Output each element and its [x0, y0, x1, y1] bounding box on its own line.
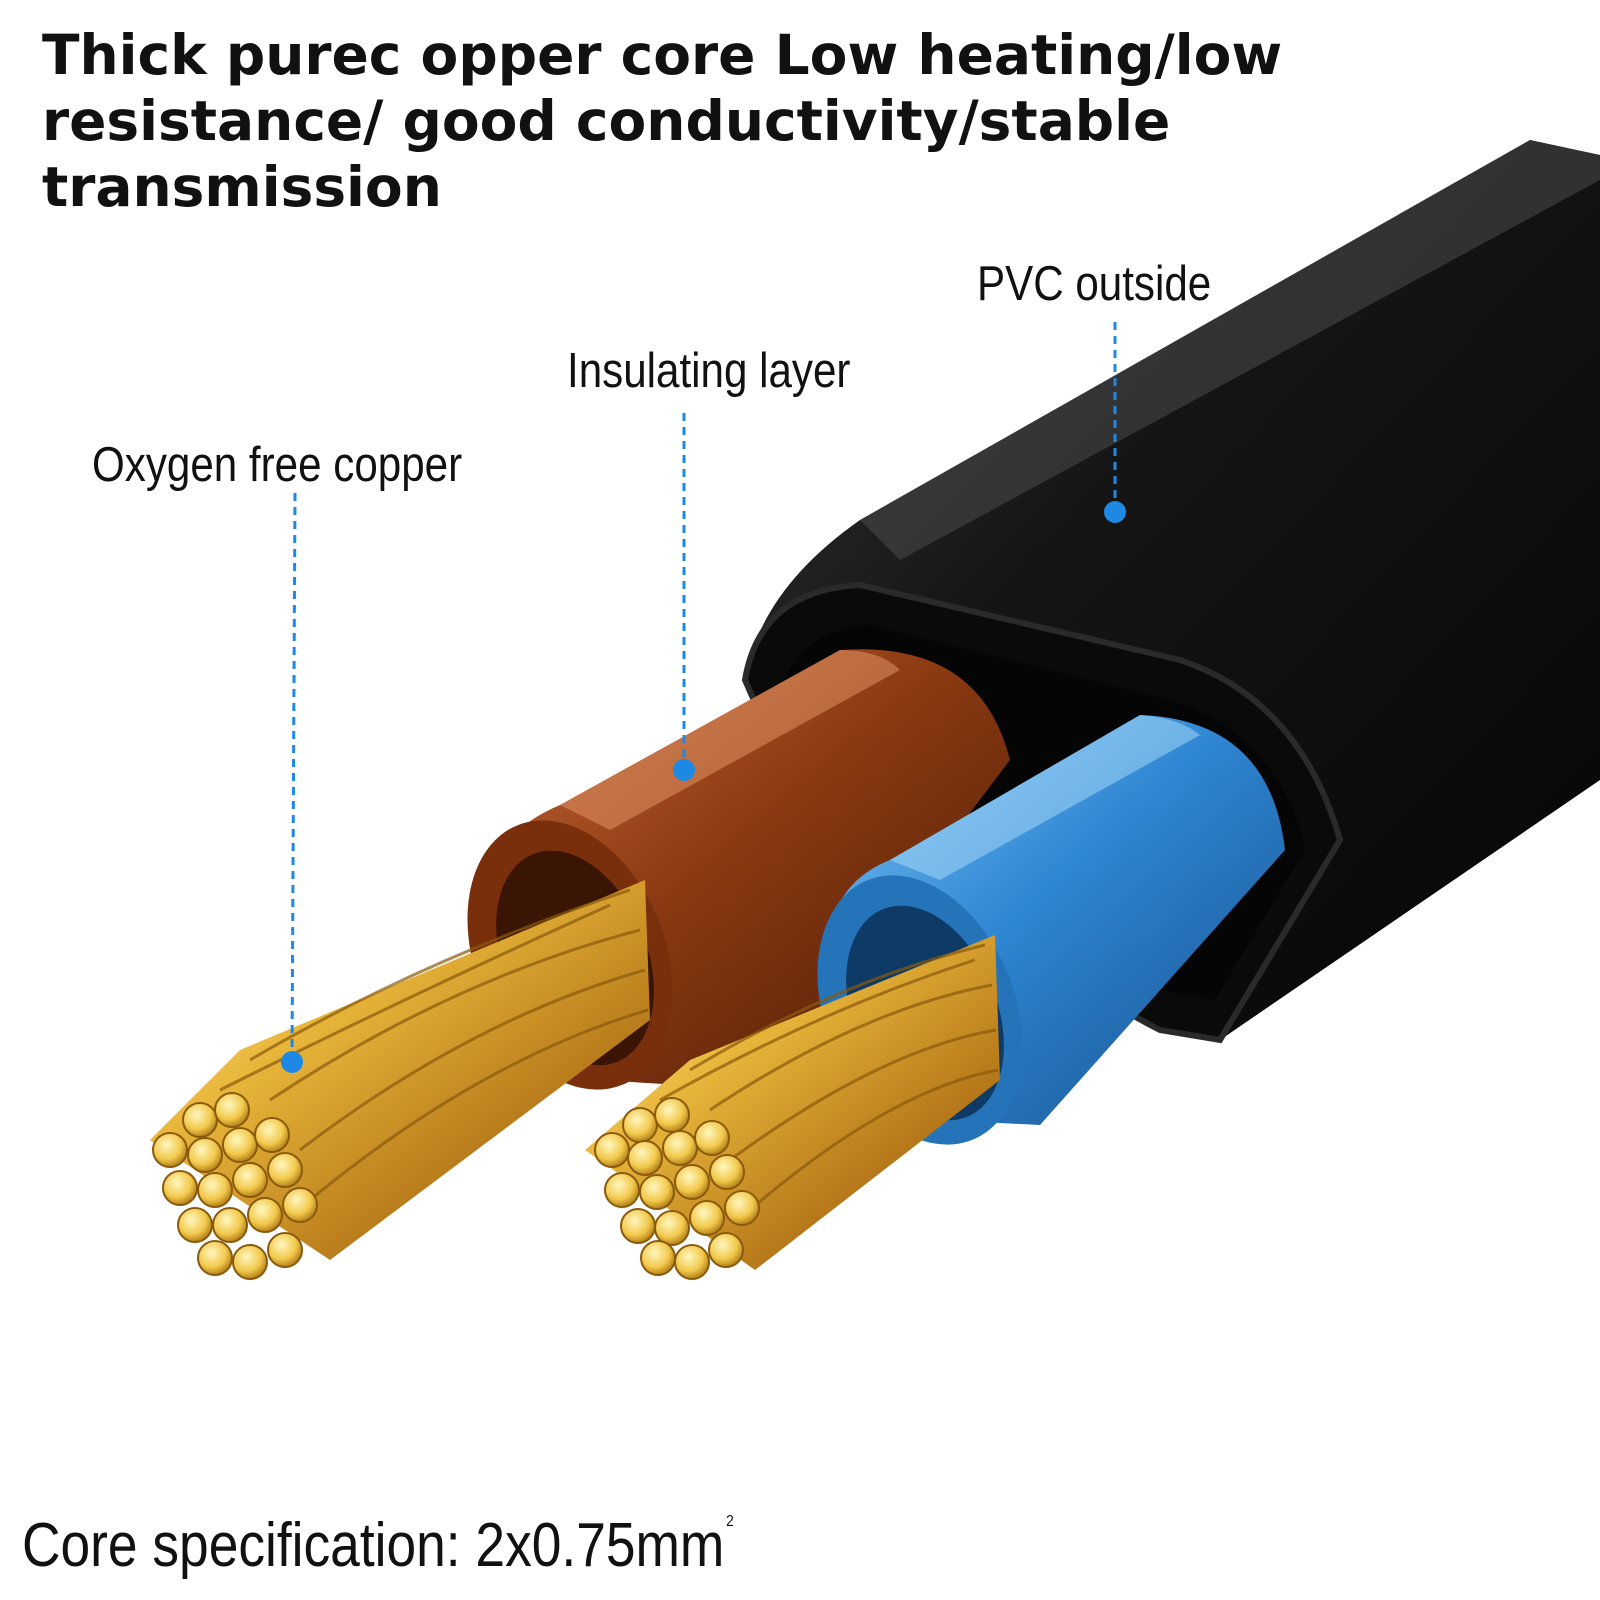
core-specification-text: Core specification: 2x0.75mm — [22, 1511, 725, 1580]
strand-ends-left — [152, 1092, 318, 1280]
core-specification-superscript: 2 — [726, 1513, 734, 1530]
page-title: Thick purec opper core Low heating/low r… — [42, 23, 1283, 219]
pvc-outside-label: PVC outside — [977, 257, 1212, 311]
strand-ends-right — [594, 1097, 760, 1280]
callout-leader-insulating — [673, 413, 695, 781]
callout-leader-pvc — [1104, 322, 1126, 523]
callout-leader-copper — [281, 492, 303, 1073]
oxygen-free-copper-label: Oxygen free copper — [92, 438, 463, 492]
insulating-layer-label: Insulating layer — [567, 344, 851, 398]
